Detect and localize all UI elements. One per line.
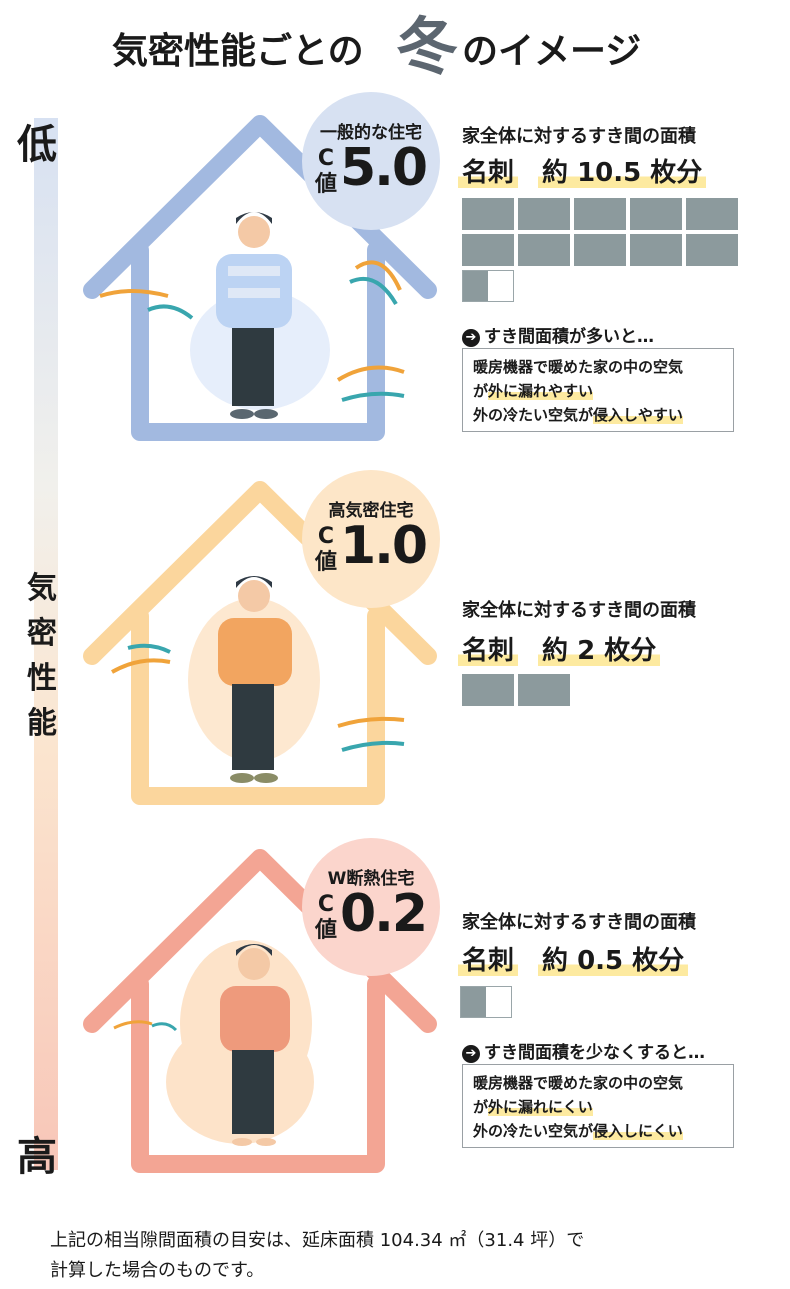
airtightness-scale-bar [34,118,58,1170]
card-equivalent: 名刺約 0.5 枚分 [458,940,689,977]
card-icon [518,234,570,266]
scale-axis-char: 密 [27,616,57,651]
house-type-label: W断熱住宅 [327,869,415,889]
person-cold-icon [216,212,292,419]
card-icon [462,198,514,230]
card-count: 約 10.5 枚分 [538,158,707,188]
card-count: 約 2 枚分 [538,636,661,666]
scale-low-label: 低 [17,122,57,168]
gap-area-heading: 家全体に対するすき間の面積 [462,912,696,933]
person-happy-icon [220,944,290,1146]
scale-axis-label: 気 密 性 能 [22,566,62,746]
effect-line: 外の冷たい空気が侵入しにくい [473,1122,683,1140]
meishi-label: 名刺 [458,636,519,666]
house-1-illustration [83,115,437,441]
footnote-line: 上記の相当隙間面積の目安は、延床面積 104.34 ㎡（31.4 坪）で [50,1230,585,1251]
effect-line: が外に漏れやすい [473,382,594,400]
arrow-right-icon: ➔ [462,1045,480,1063]
title-suffix: のイメージ [462,31,642,72]
gap-area-heading: 家全体に対するすき間の面積 [462,600,696,621]
effect-line: 暖房機器で暖めた家の中の空気 [473,358,684,376]
c-value-label: C値 [314,146,337,197]
card-equivalent: 名刺約 2 枚分 [458,630,661,667]
effect-box: 暖房機器で暖めた家の中の空気 が外に漏れやすい 外の冷たい空気が侵入しやすい [462,348,734,432]
c-value: 0.2 [340,884,428,944]
card-icon [518,198,570,230]
meishi-label: 名刺 [458,158,519,188]
arrow-right-icon: ➔ [462,329,480,347]
house-2-illustration [83,481,437,805]
house-2-c-value-badge: 高気密住宅 C値 1.0 [302,470,440,608]
card-equivalent: 名刺約 10.5 枚分 [458,152,707,189]
meishi-label: 名刺 [458,946,519,976]
half-card-icon [462,270,514,302]
effect-line: 外の冷たい空気が侵入しやすい [473,406,683,424]
effect-line: が外に漏れにくい [473,1098,593,1116]
title-season: 冬 [396,10,459,83]
gap-note-text: すき間面積が多いと… [484,327,654,347]
scale-axis-char: 気 [27,571,57,606]
scale-high-label: 高 [17,1134,57,1180]
c-value: 1.0 [340,516,428,576]
house-type-label: 高気密住宅 [328,501,414,521]
card-icon [686,198,738,230]
gap-note-text: すき間面積を少なくすると… [484,1043,705,1063]
person-warm-icon [218,576,292,783]
house-type-label: 一般的な住宅 [320,123,422,143]
card-icon [462,234,514,266]
card-icon [462,674,514,706]
scale-axis-char: 性 [27,661,57,696]
c-value: 5.0 [340,138,428,198]
gap-note: ➔すき間面積を少なくすると… [462,1038,705,1063]
gap-area-heading: 家全体に対するすき間の面積 [462,126,696,147]
house-3-c-value-badge: W断熱住宅 C値 0.2 [302,838,440,976]
scale-axis-char: 能 [27,706,57,741]
house-1-c-value-badge: 一般的な住宅 C値 5.0 [302,92,440,230]
title-prefix: 気密性能ごとの [112,31,364,72]
card-count: 約 0.5 枚分 [538,946,689,976]
house-3-illustration [83,849,437,1173]
footnote: 上記の相当隙間面積の目安は、延床面積 104.34 ㎡（31.4 坪）で 計算し… [50,1226,584,1286]
effect-line: 暖房機器で暖めた家の中の空気 [473,1074,684,1092]
card-icon [686,234,738,266]
c-value-label: C値 [314,892,337,943]
effect-box: 暖房機器で暖めた家の中の空気 が外に漏れにくい 外の冷たい空気が侵入しにくい [462,1064,734,1148]
card-icon [630,234,682,266]
page-title: 気密性能ごとの 冬 のイメージ [0,0,790,100]
card-icon [574,198,626,230]
footnote-line: 計算した場合のものです。 [50,1260,265,1281]
card-icon [518,674,570,706]
card-icon [574,234,626,266]
half-card-icon [460,986,512,1018]
c-value-label: C値 [314,524,337,575]
gap-note: ➔すき間面積が多いと… [462,322,654,347]
card-icon [630,198,682,230]
